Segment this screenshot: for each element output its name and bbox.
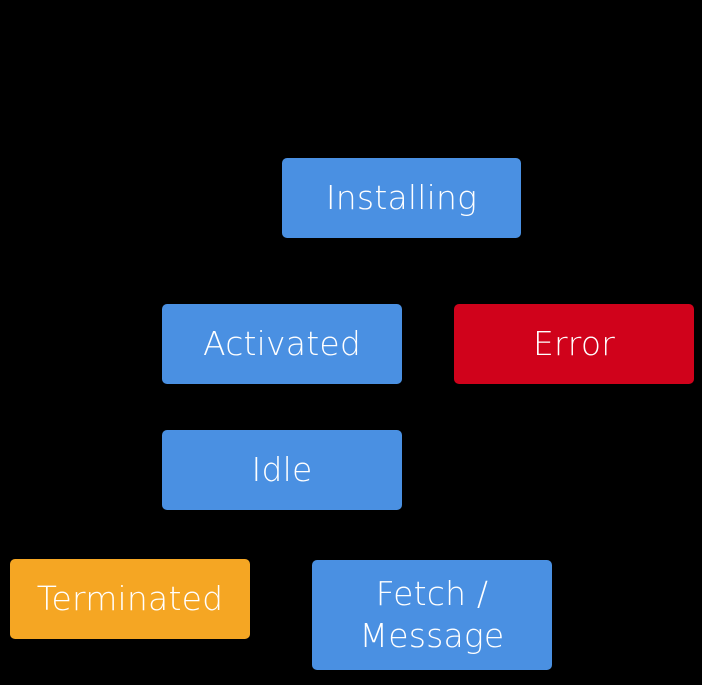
node-installing-label: Installing bbox=[325, 178, 478, 217]
node-terminated[interactable]: Terminated bbox=[10, 559, 250, 639]
node-idle-label: Idle bbox=[251, 450, 313, 489]
node-activated-label: Activated bbox=[203, 324, 361, 363]
node-error[interactable]: Error bbox=[454, 304, 694, 384]
node-installing[interactable]: Installing bbox=[282, 158, 521, 238]
node-idle[interactable]: Idle bbox=[162, 430, 402, 510]
node-terminated-label: Terminated bbox=[36, 579, 224, 618]
node-error-label: Error bbox=[532, 324, 616, 363]
node-fetch-message[interactable]: Fetch / Message bbox=[312, 560, 552, 670]
node-fetch-message-label: Fetch / Message bbox=[359, 574, 505, 655]
node-activated[interactable]: Activated bbox=[162, 304, 402, 384]
